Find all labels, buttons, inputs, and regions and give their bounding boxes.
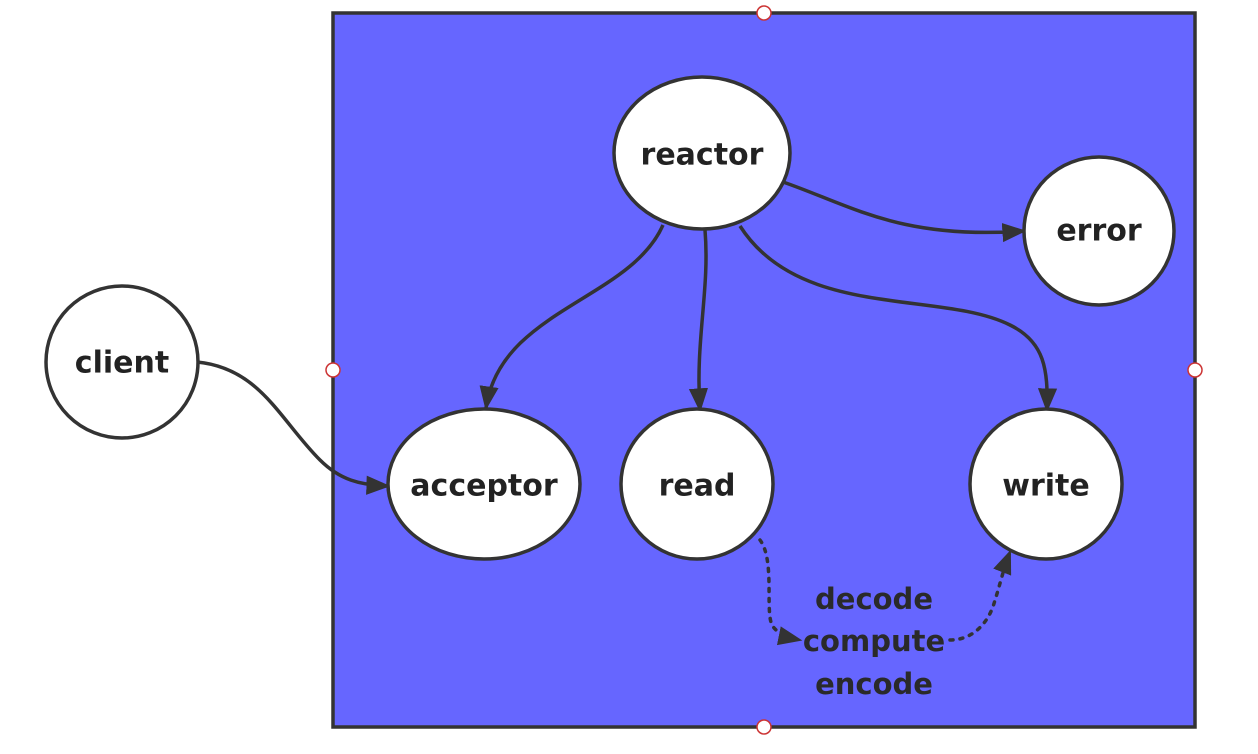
node-error[interactable]: error	[1022, 155, 1176, 307]
edge-reactor-to-read[interactable]	[688, 229, 709, 413]
edge-reactor-to-write[interactable]	[738, 225, 1058, 413]
node-error-label: error	[1056, 214, 1142, 249]
process-label-decode: decode	[815, 582, 933, 616]
node-reactor[interactable]: reactor	[612, 75, 792, 231]
node-read[interactable]: read	[619, 407, 775, 561]
right-resize-handle[interactable]	[1187, 362, 1203, 378]
node-write[interactable]: write	[968, 407, 1124, 561]
bottom-resize-handle[interactable]	[756, 719, 772, 735]
edge-client-to-acceptor[interactable]	[196, 360, 391, 495]
node-read-label: read	[659, 469, 736, 504]
node-acceptor-label: acceptor	[410, 469, 558, 504]
node-reactor-label: reactor	[641, 138, 764, 173]
process-label-encode: encode	[815, 667, 933, 701]
edge-reactor-to-error[interactable]	[782, 180, 1027, 243]
node-write-label: write	[1002, 469, 1089, 504]
node-client[interactable]: client	[44, 284, 200, 440]
top-resize-handle[interactable]	[756, 5, 772, 21]
process-label-compute: compute	[803, 624, 945, 658]
edge-process-to-write[interactable]	[948, 549, 1012, 642]
node-acceptor[interactable]: acceptor	[386, 407, 582, 561]
process-label: decode compute encode	[803, 582, 945, 701]
edge-reactor-to-acceptor[interactable]	[479, 224, 665, 411]
left-resize-handle[interactable]	[325, 362, 341, 378]
edge-read-to-process[interactable]	[758, 538, 803, 646]
node-client-label: client	[75, 346, 169, 381]
